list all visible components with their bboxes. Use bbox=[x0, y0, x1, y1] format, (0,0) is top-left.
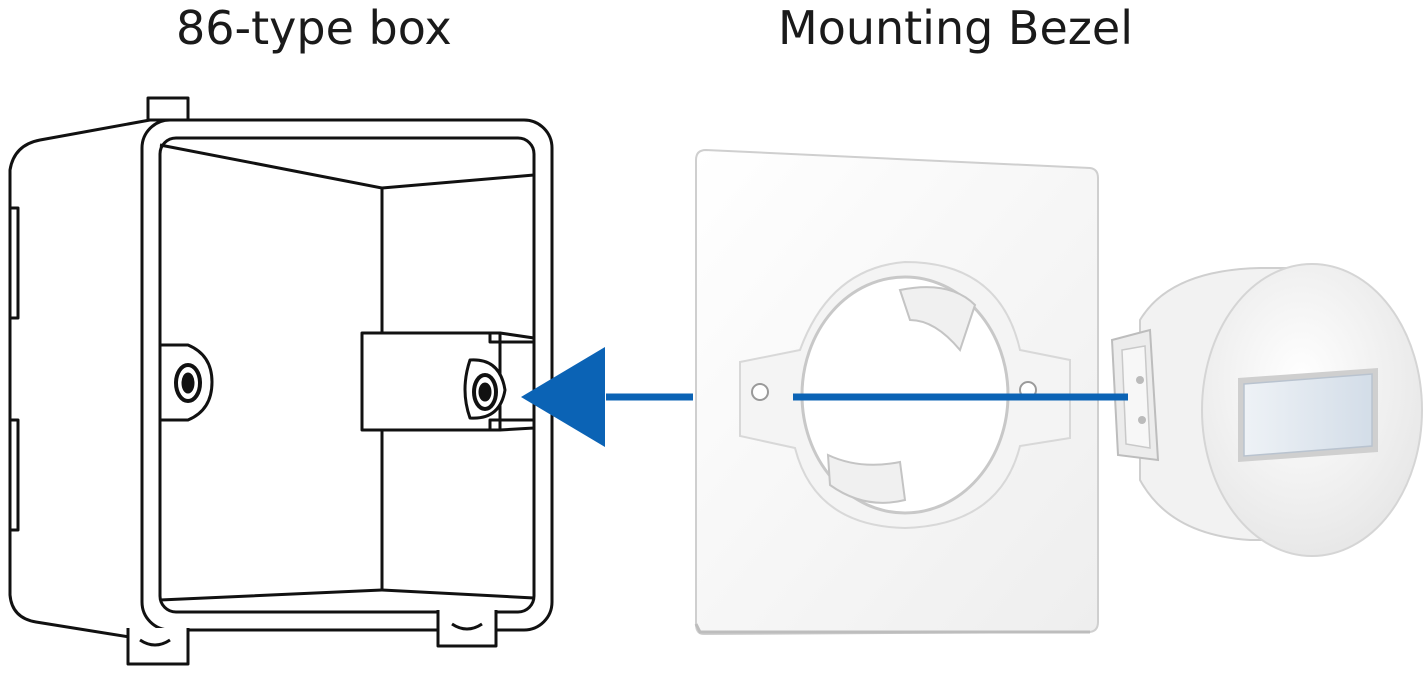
arrow-left-icon bbox=[521, 347, 1128, 447]
junction-box bbox=[8, 96, 554, 666]
sensor-device bbox=[1110, 263, 1423, 557]
mounting-bezel bbox=[694, 148, 1099, 636]
box-label: 86-type box bbox=[176, 1, 452, 55]
bezel-label: Mounting Bezel bbox=[778, 1, 1134, 55]
